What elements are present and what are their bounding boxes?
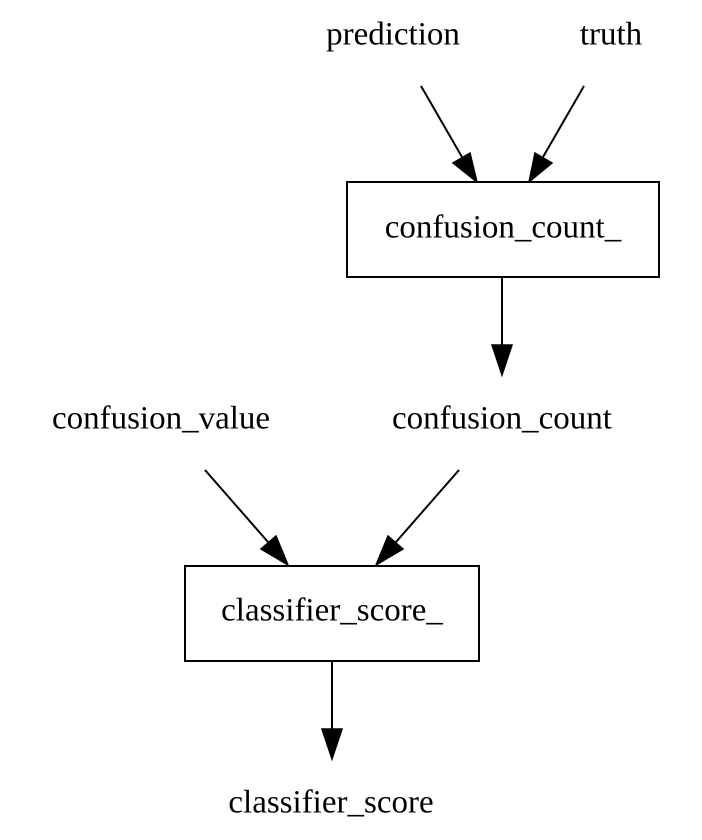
edge-confusion-count-fn-to-confusion-count bbox=[490, 277, 514, 378]
edge-classifier-score-fn-to-classifier-score bbox=[320, 661, 344, 762]
node-confusion-value: confusion_value bbox=[52, 401, 270, 437]
node-confusion-count: confusion_count bbox=[392, 401, 612, 437]
arrowhead bbox=[451, 151, 479, 184]
node-box bbox=[346, 181, 660, 278]
arrowhead bbox=[320, 728, 344, 762]
node-box bbox=[184, 565, 480, 662]
node-prediction: prediction bbox=[326, 17, 460, 53]
arrowhead bbox=[527, 151, 554, 184]
node-truth: truth bbox=[580, 17, 643, 53]
arrowhead bbox=[374, 534, 405, 567]
edge-confusion-value-to-classifier-score-fn bbox=[204, 469, 290, 567]
edge-confusion-count-to-classifier-score-fn bbox=[374, 469, 460, 567]
node-confusion-count-fn: confusion_count_ bbox=[346, 181, 660, 278]
node-classifier-score-fn: classifier_score_ bbox=[184, 565, 480, 662]
node-confusion-count-fn-label: confusion_count_ bbox=[385, 210, 622, 246]
arrowhead bbox=[259, 534, 290, 567]
edge-prediction-to-confusion-count-fn bbox=[420, 85, 479, 184]
edge-truth-to-confusion-count-fn bbox=[527, 85, 585, 184]
arrowhead bbox=[490, 344, 514, 378]
node-classifier-score: classifier_score bbox=[228, 785, 433, 821]
node-classifier-score-fn-label: classifier_score_ bbox=[221, 593, 443, 629]
